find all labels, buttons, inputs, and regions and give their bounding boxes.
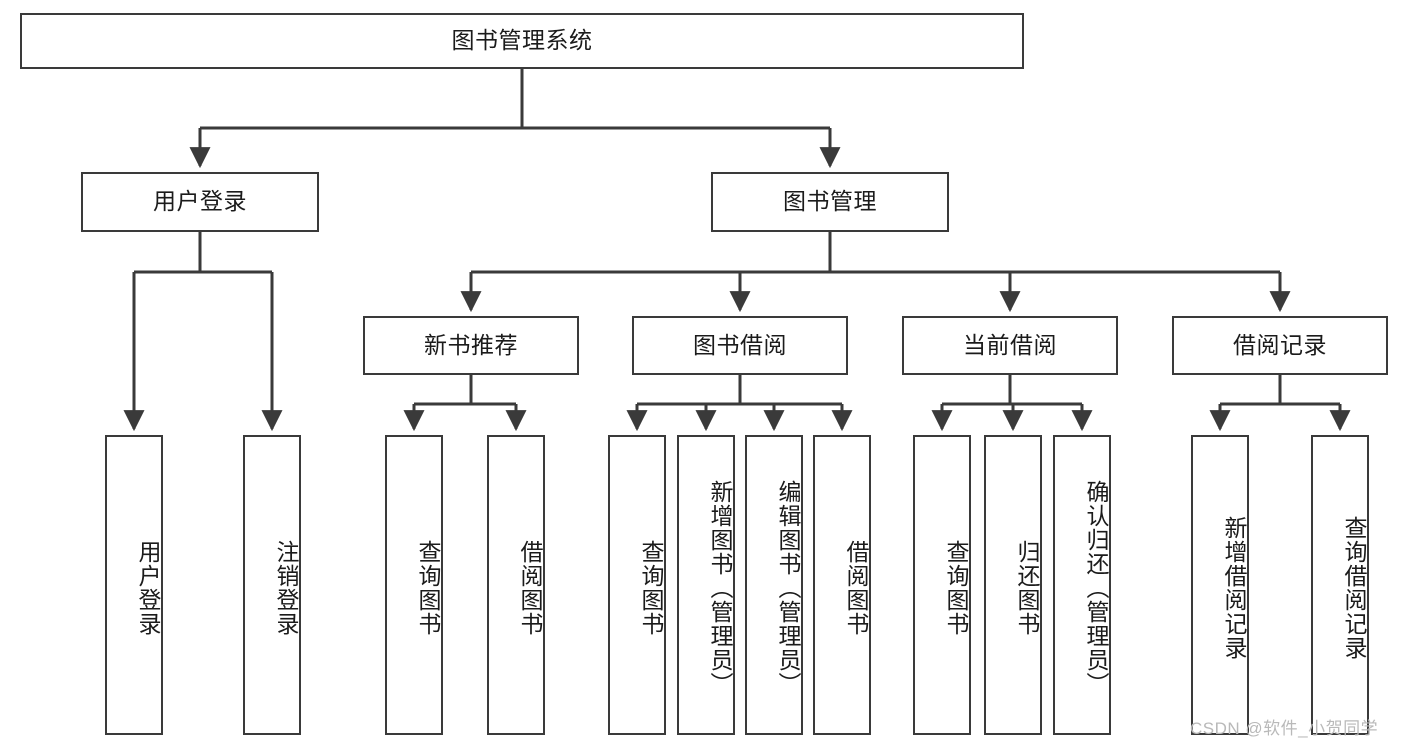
node-leaf-query-book-borrow-label: 查询图书 <box>638 540 664 636</box>
node-leaf-borrow-book-label: 借阅图书 <box>843 540 869 636</box>
node-leaf-user-login-label: 用户登录 <box>135 540 161 636</box>
node-leaf-user-login[interactable]: 用户登录 <box>105 435 163 735</box>
node-leaf-edit-book-admin-label: 编辑图书（管理员） <box>775 480 801 696</box>
node-leaf-confirm-return-admin[interactable]: 确认归还（管理员） <box>1053 435 1111 735</box>
node-leaf-query-borrow-record[interactable]: 查询借阅记录 <box>1311 435 1369 735</box>
node-leaf-query-book-current-label: 查询图书 <box>943 540 969 636</box>
node-new-book-recommend[interactable]: 新书推荐 <box>363 316 579 375</box>
node-leaf-edit-book-admin[interactable]: 编辑图书（管理员） <box>745 435 803 735</box>
node-leaf-borrow-book-rec[interactable]: 借阅图书 <box>487 435 545 735</box>
node-leaf-query-book-current[interactable]: 查询图书 <box>913 435 971 735</box>
node-book-borrow[interactable]: 图书借阅 <box>632 316 848 375</box>
node-leaf-borrow-book-rec-label: 借阅图书 <box>517 540 543 636</box>
node-current-borrow[interactable]: 当前借阅 <box>902 316 1118 375</box>
node-leaf-add-borrow-record-label: 新增借阅记录 <box>1221 516 1247 660</box>
node-leaf-logout-login-label: 注销登录 <box>273 540 299 636</box>
node-book-management-label: 图书管理 <box>783 188 877 215</box>
node-leaf-query-borrow-record-label: 查询借阅记录 <box>1341 516 1367 660</box>
node-book-management[interactable]: 图书管理 <box>711 172 949 232</box>
node-leaf-return-book-label: 归还图书 <box>1014 540 1040 636</box>
node-borrow-record-label: 借阅记录 <box>1233 331 1327 358</box>
node-user-login[interactable]: 用户登录 <box>81 172 319 232</box>
node-leaf-borrow-book[interactable]: 借阅图书 <box>813 435 871 735</box>
node-leaf-add-book-admin[interactable]: 新增图书（管理员） <box>677 435 735 735</box>
node-current-borrow-label: 当前借阅 <box>963 331 1057 358</box>
node-leaf-query-book-borrow[interactable]: 查询图书 <box>608 435 666 735</box>
node-borrow-record[interactable]: 借阅记录 <box>1172 316 1388 375</box>
node-book-borrow-label: 图书借阅 <box>693 331 787 358</box>
node-leaf-query-book-rec-label: 查询图书 <box>415 540 441 636</box>
node-new-book-recommend-label: 新书推荐 <box>424 331 518 358</box>
node-leaf-query-book-rec[interactable]: 查询图书 <box>385 435 443 735</box>
node-root-label: 图书管理系统 <box>451 27 593 54</box>
watermark-text: CSDN @软件_小贺同学 <box>1190 719 1379 738</box>
node-leaf-add-borrow-record[interactable]: 新增借阅记录 <box>1191 435 1249 735</box>
node-leaf-confirm-return-admin-label: 确认归还（管理员） <box>1083 480 1109 696</box>
node-leaf-return-book[interactable]: 归还图书 <box>984 435 1042 735</box>
node-leaf-add-book-admin-label: 新增图书（管理员） <box>707 480 733 696</box>
node-leaf-logout-login[interactable]: 注销登录 <box>243 435 301 735</box>
node-user-login-label: 用户登录 <box>153 188 247 215</box>
node-root[interactable]: 图书管理系统 <box>20 13 1024 69</box>
